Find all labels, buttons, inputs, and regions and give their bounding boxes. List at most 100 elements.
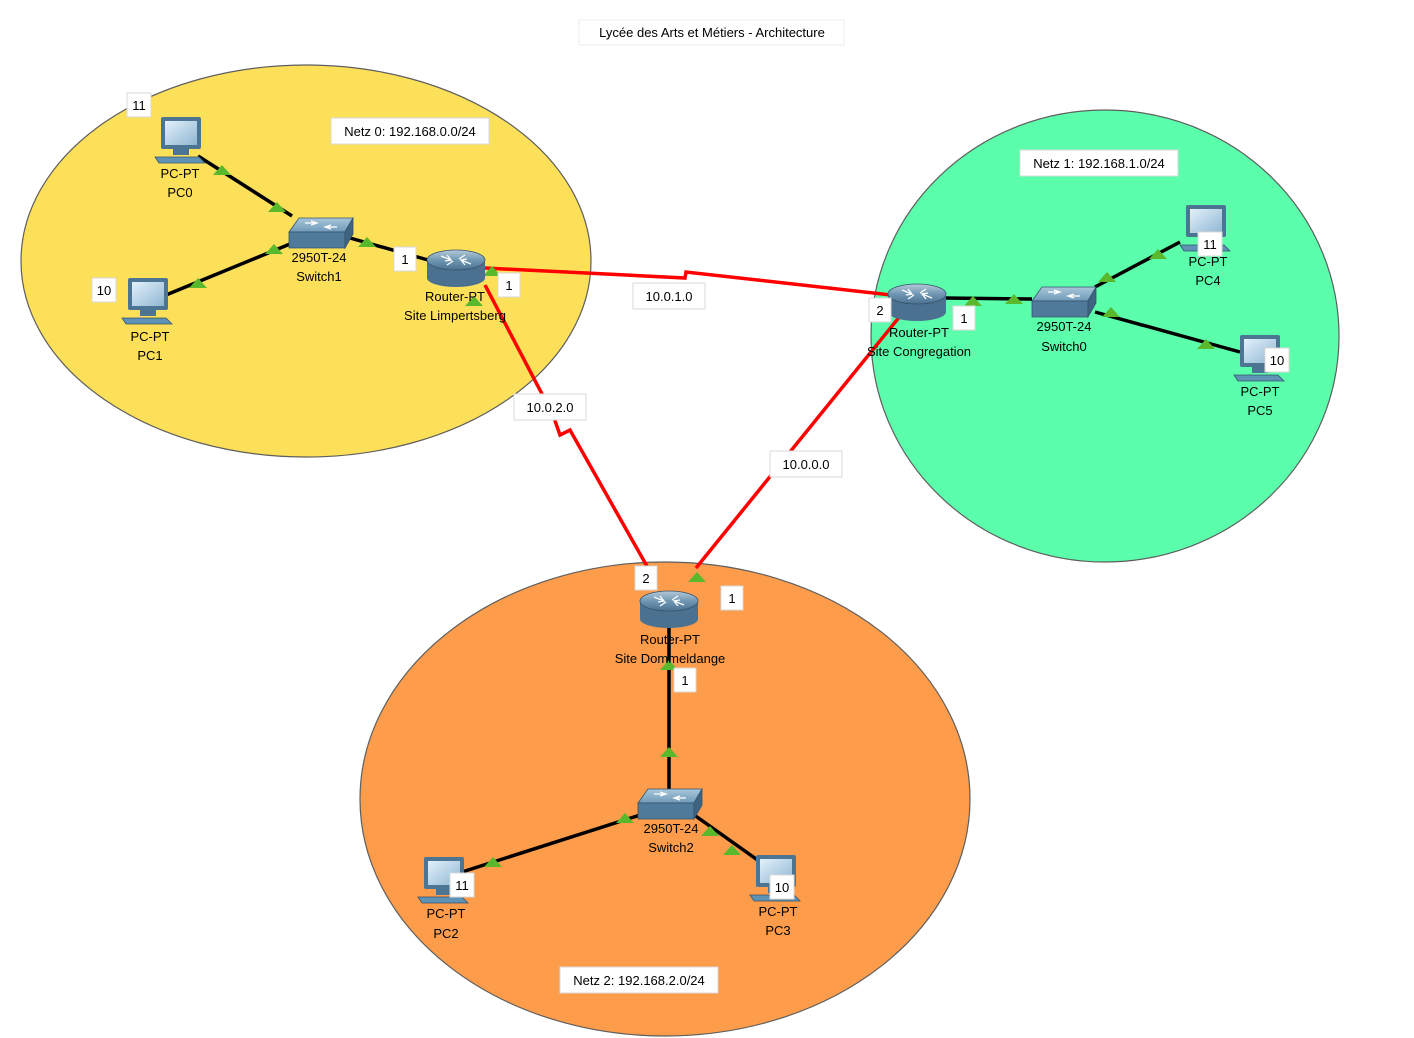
net1-label: Netz 1: 192.168.1.0/24 — [1033, 156, 1165, 171]
pc0-name-label: PC0 — [167, 185, 192, 200]
switch2-name-label: Switch2 — [648, 840, 694, 855]
pc4-tag-box — [1197, 231, 1223, 257]
cong-wan-port: 2 — [876, 303, 883, 318]
switch2-model-label: 2950T-24 — [644, 821, 699, 836]
pc0[interactable] — [154, 117, 206, 164]
title-box — [578, 19, 845, 46]
pc1-model-label: PC-PT — [131, 329, 170, 344]
pc2-tag: 11 — [455, 878, 469, 893]
switch0[interactable] — [1031, 285, 1097, 319]
link-wan02[interactable] — [483, 284, 650, 569]
computer-icon — [417, 857, 469, 904]
pc2[interactable] — [417, 857, 469, 904]
pc3-tag: 10 — [775, 880, 789, 895]
port-box — [634, 565, 658, 591]
switch0-model-label: 2950T-24 — [1037, 319, 1092, 334]
pc5-name-label: PC5 — [1247, 403, 1272, 418]
pc3-name-label: PC3 — [765, 923, 790, 938]
router-cong-model-label: Router-PT — [889, 325, 949, 340]
router-icon — [426, 249, 486, 287]
link-up-indicator — [189, 278, 207, 288]
pc0-tag: 11 — [132, 98, 146, 113]
limp-wan-port: 1 — [505, 278, 512, 293]
router-icon — [887, 283, 947, 321]
router-icon — [639, 590, 699, 628]
pc1[interactable] — [121, 278, 173, 325]
link-up-indicator — [701, 826, 719, 836]
pc4-tag: 11 — [1203, 237, 1217, 252]
link-up-indicator — [1098, 272, 1116, 282]
router-cong-name-label: Site Congregation — [867, 344, 971, 359]
link-router-cong-switch0[interactable] — [944, 296, 1033, 301]
computer-icon — [121, 278, 173, 325]
router-congregation[interactable] — [887, 283, 947, 321]
pc2-tag-box — [449, 872, 475, 898]
link-up-indicator — [484, 857, 502, 867]
net1-label-box — [1019, 149, 1179, 177]
port-box — [497, 272, 521, 298]
router-limpertsberg[interactable] — [426, 249, 486, 287]
pc-tags: 11 10 11 10 11 10 — [91, 92, 1290, 900]
pc1-name-label: PC1 — [137, 348, 162, 363]
pc5-tag-box — [1264, 347, 1290, 373]
wan-link-labels: 10.0.1.0 10.0.2.0 10.0.0.0 — [513, 282, 843, 478]
port-box — [673, 667, 697, 693]
pc4-model-label: PC-PT — [1189, 254, 1228, 269]
domm-lan-port: 1 — [681, 673, 688, 688]
pc2-model-label: PC-PT — [427, 906, 466, 921]
diagram-title: Lycée des Arts et Métiers - Architecture — [599, 25, 825, 40]
router-dommeldange[interactable] — [639, 590, 699, 628]
router-domm-name-label: Site Dommeldange — [615, 651, 726, 666]
pc2-name-label: PC2 — [433, 926, 458, 941]
switch1-name-label: Switch1 — [296, 269, 342, 284]
link-switch0-pc5[interactable] — [1094, 310, 1241, 354]
router-limp-model-label: Router-PT — [425, 289, 485, 304]
link-up-indicator — [616, 813, 634, 823]
link-up-indicator — [723, 845, 741, 855]
wan-links — [483, 266, 907, 570]
cong-lan-port: 1 — [960, 311, 967, 326]
wan00-label: 10.0.0.0 — [783, 457, 830, 472]
link-up-indicator — [1149, 249, 1167, 259]
link-up-indicator — [483, 266, 501, 276]
domm-wan-port-b: 1 — [728, 591, 735, 606]
link-up-indicator — [265, 244, 283, 254]
switch1-model-label: 2950T-24 — [292, 250, 347, 265]
switch2[interactable] — [637, 787, 703, 821]
pc4-name-label: PC4 — [1195, 273, 1220, 288]
port-box — [393, 246, 417, 272]
switch-icon — [637, 787, 703, 821]
net0-label-box — [330, 117, 490, 145]
domm-wan-port-a: 2 — [642, 571, 649, 586]
net2-label-box — [559, 966, 719, 994]
port-box — [720, 585, 744, 611]
link-up-indicator — [268, 202, 286, 212]
network-labels: Netz 0: 192.168.0.0/24 Netz 1: 192.168.1… — [330, 117, 1179, 994]
pc5-tag: 10 — [1270, 353, 1284, 368]
link-switch2-pc3[interactable] — [688, 810, 768, 868]
link-indicators — [189, 165, 1215, 867]
device-labels: PC-PT PC0 PC-PT PC1 2950T-24 Switch1 Rou… — [131, 166, 1280, 941]
link-wan01[interactable] — [484, 266, 901, 298]
wan01-label: 10.0.1.0 — [646, 289, 693, 304]
link-up-indicator — [964, 296, 982, 306]
switch1[interactable] — [288, 216, 354, 250]
router-domm-model-label: Router-PT — [640, 632, 700, 647]
switch-icon — [1031, 285, 1097, 319]
pc0-tag-box — [126, 92, 152, 118]
link-up-indicator — [465, 296, 483, 306]
port-box — [868, 297, 892, 323]
computer-icon — [154, 117, 206, 164]
link-up-indicator — [660, 747, 678, 757]
pc3-model-label: PC-PT — [759, 904, 798, 919]
link-up-indicator — [1005, 294, 1023, 304]
port-box — [952, 305, 976, 331]
wan01-label-box — [632, 282, 706, 310]
limp-lan-port: 1 — [401, 252, 408, 267]
link-wan00[interactable] — [694, 308, 907, 570]
pc5-model-label: PC-PT — [1241, 384, 1280, 399]
net0-label: Netz 0: 192.168.0.0/24 — [344, 124, 476, 139]
router-port-labels: 1 1 2 1 2 1 1 — [393, 246, 976, 693]
switch-icon — [288, 216, 354, 250]
